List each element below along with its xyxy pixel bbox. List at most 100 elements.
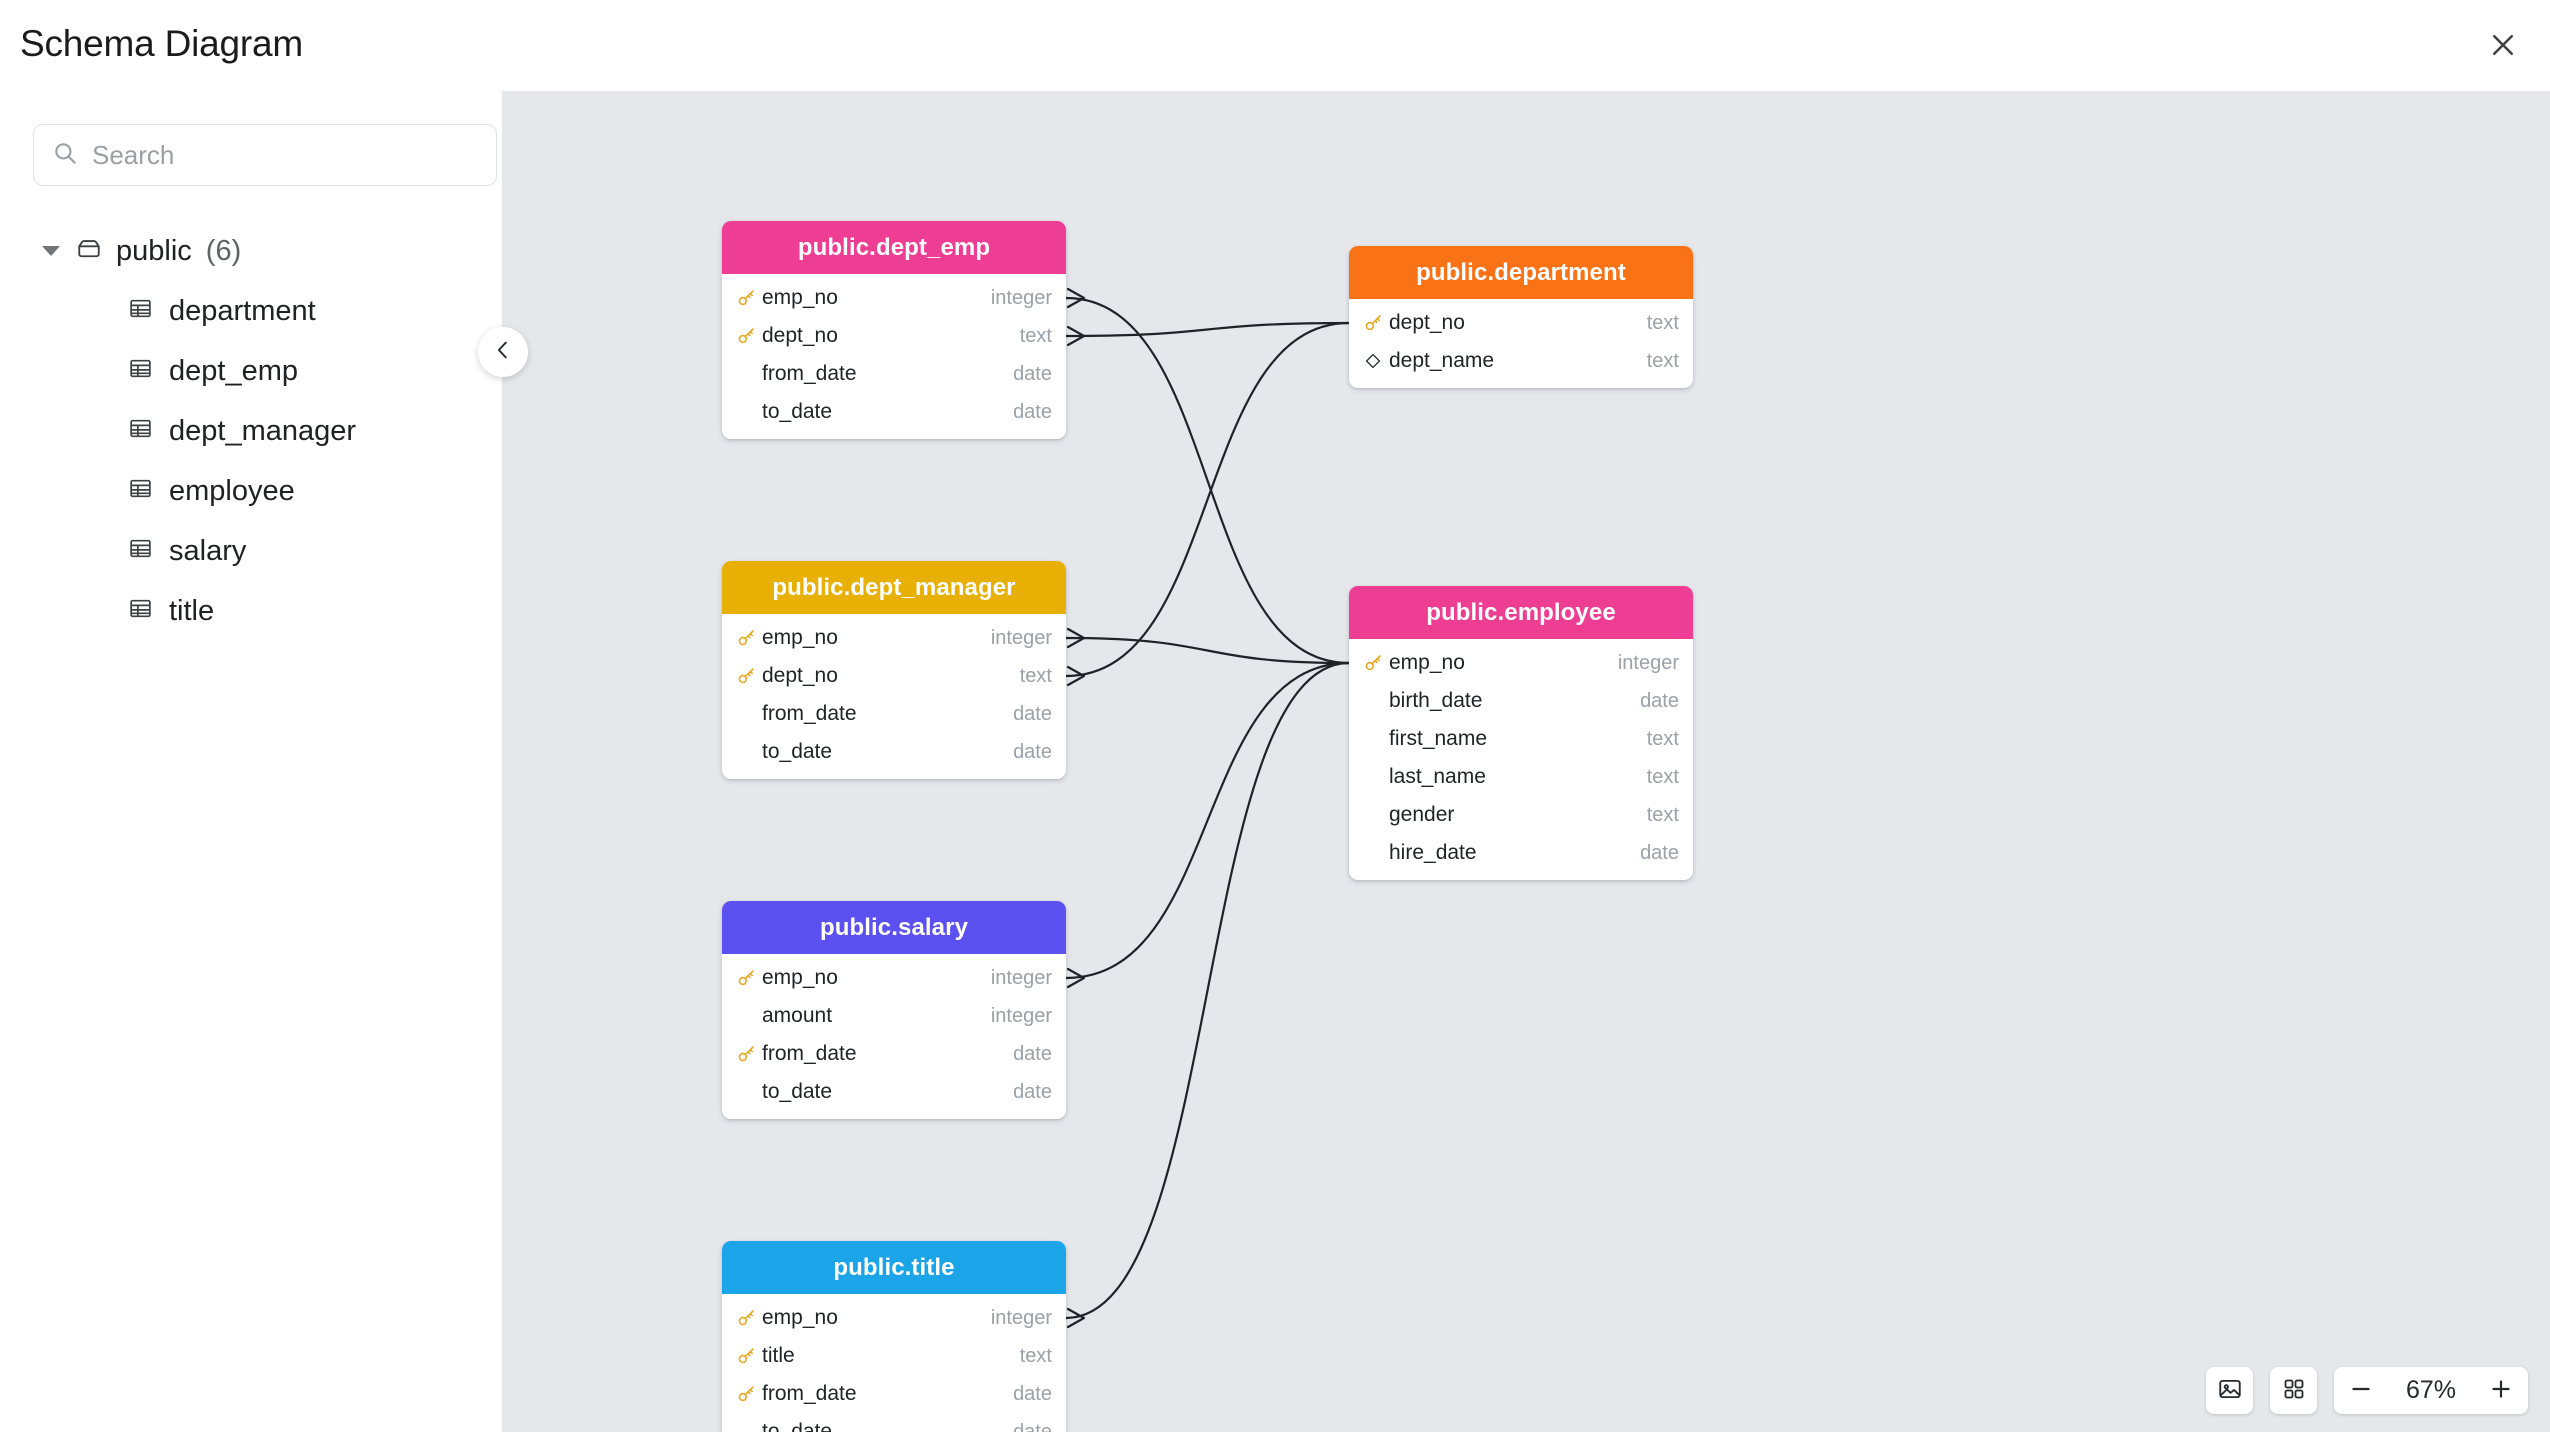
zoom-in-button[interactable] xyxy=(2474,1367,2528,1414)
zoom-control: 67% xyxy=(2334,1367,2528,1414)
title-bar: Schema Diagram xyxy=(0,0,2550,91)
relationship-edge xyxy=(1065,636,1350,665)
column-name: emp_no xyxy=(762,1306,838,1329)
column-type: text xyxy=(1646,803,1679,826)
table-card-title: public.dept_manager xyxy=(722,561,1066,614)
column-type: integer xyxy=(1617,651,1679,674)
sidebar-item-label: dept_emp xyxy=(169,354,298,387)
column-type: date xyxy=(1013,362,1052,385)
sidebar-item-employee[interactable]: employee xyxy=(0,461,503,521)
column-type: date xyxy=(1013,1080,1052,1103)
column-row[interactable]: gender text xyxy=(1349,796,1693,834)
sidebar-collapse-button[interactable] xyxy=(478,327,528,377)
column-type: date xyxy=(1013,1042,1052,1065)
key-icon xyxy=(734,966,758,990)
column-row[interactable]: emp_no integer xyxy=(1349,644,1693,682)
auto-layout-button[interactable] xyxy=(2270,1367,2317,1414)
zoom-level-label[interactable]: 67% xyxy=(2405,1376,2457,1404)
table-card-title: public.dept_emp xyxy=(722,221,1066,274)
column-name: emp_no xyxy=(1389,651,1465,674)
schema-tree: public (6) department xyxy=(0,221,503,641)
column-icon-none xyxy=(1361,727,1385,751)
column-name: to_date xyxy=(762,400,833,423)
column-icon-none xyxy=(1361,841,1385,865)
column-name: to_date xyxy=(762,1080,833,1103)
close-button[interactable] xyxy=(2476,18,2530,72)
key-icon xyxy=(734,1042,758,1066)
search-icon xyxy=(52,140,78,171)
sidebar-item-title[interactable]: title xyxy=(0,581,503,641)
table-card-title: public.employee xyxy=(1349,586,1693,639)
zoom-out-button[interactable] xyxy=(2334,1367,2388,1414)
column-icon-none xyxy=(734,1080,758,1104)
column-icon-none xyxy=(734,702,758,726)
column-name: from_date xyxy=(762,702,857,725)
column-name: hire_date xyxy=(1389,841,1477,864)
column-name: first_name xyxy=(1389,727,1488,750)
key-icon xyxy=(1361,311,1385,335)
relationship-edge xyxy=(1065,661,1350,980)
sidebar-item-dept_manager[interactable]: dept_manager xyxy=(0,401,503,461)
column-name: to_date xyxy=(762,1420,833,1432)
chevron-down-icon[interactable] xyxy=(42,246,60,256)
sidebar-item-label: employee xyxy=(169,474,295,507)
sidebar-item-department[interactable]: department xyxy=(0,281,503,341)
relationship-edge xyxy=(1065,661,1350,1320)
column-icon-none xyxy=(734,1420,758,1432)
column-icon-none xyxy=(734,362,758,386)
page-title: Schema Diagram xyxy=(20,23,304,64)
key-icon xyxy=(734,1306,758,1330)
column-row[interactable]: to_date date xyxy=(722,1073,1066,1111)
sidebar-item-dept_emp[interactable]: dept_emp xyxy=(0,341,503,401)
table-icon xyxy=(128,476,153,506)
column-type: date xyxy=(1640,689,1679,712)
plus-icon xyxy=(2488,1376,2514,1405)
tree-node-public[interactable]: public (6) xyxy=(0,221,503,281)
column-name: gender xyxy=(1389,803,1455,826)
sidebar-item-salary[interactable]: salary xyxy=(0,521,503,581)
column-icon-none xyxy=(734,1004,758,1028)
column-name: last_name xyxy=(1389,765,1486,788)
export-image-button[interactable] xyxy=(2206,1367,2253,1414)
search-input[interactable] xyxy=(92,139,478,171)
key-icon xyxy=(734,664,758,688)
table-icon xyxy=(128,536,153,566)
search-box[interactable] xyxy=(33,124,497,186)
column-type: text xyxy=(1019,664,1052,687)
column-type: integer xyxy=(990,286,1052,309)
relationship-edge xyxy=(1065,321,1350,678)
diamond-icon xyxy=(1361,349,1385,373)
column-name: emp_no xyxy=(762,966,838,989)
